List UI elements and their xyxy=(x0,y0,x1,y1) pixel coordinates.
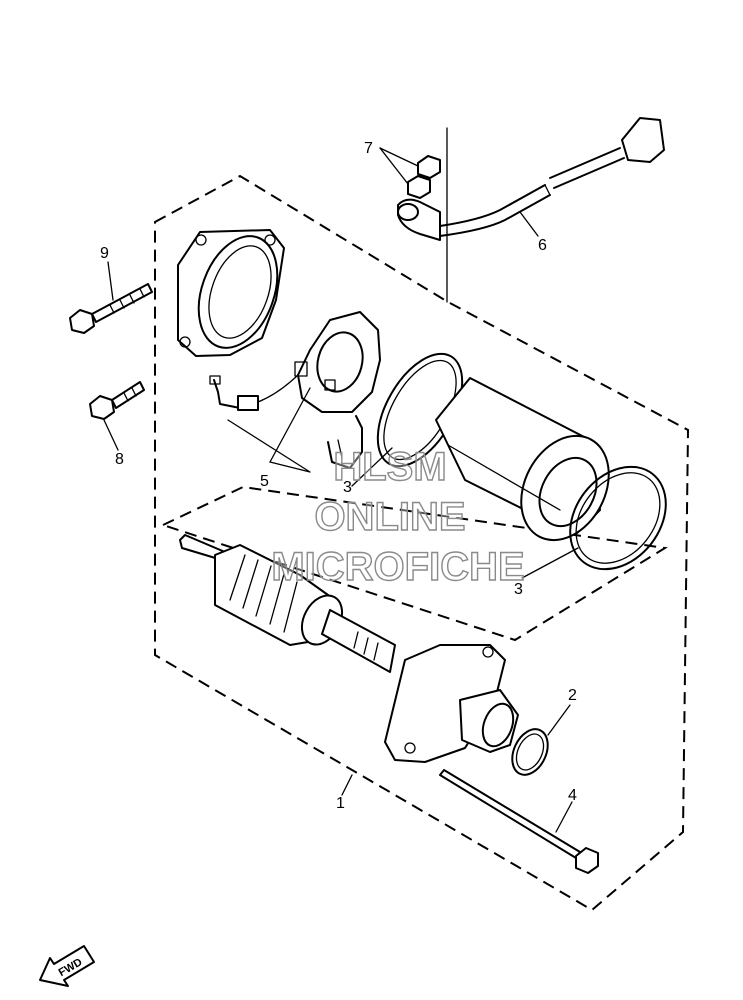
fwd-arrow-icon: FWD xyxy=(39,945,95,987)
bolt-8-part xyxy=(89,381,145,420)
leader-2 xyxy=(547,704,571,736)
leader-8 xyxy=(103,419,119,451)
leader-5 xyxy=(227,419,311,473)
o-ring-3-lower-part xyxy=(569,465,667,571)
armature-part xyxy=(179,534,396,673)
assembly-boundary xyxy=(154,174,690,912)
o-ring-2-inner xyxy=(515,733,545,771)
leader-7a xyxy=(379,147,419,167)
leader-7b xyxy=(379,147,409,185)
callout-5: 5 xyxy=(260,473,269,490)
leader-1 xyxy=(341,774,353,796)
leader-3-lower xyxy=(521,547,579,579)
callout-8: 8 xyxy=(115,451,124,468)
leader-9 xyxy=(107,261,114,301)
bolt-9-part xyxy=(69,283,153,334)
callout-7: 7 xyxy=(364,140,373,157)
brush-spring-part xyxy=(327,415,363,469)
long-bolt-4-part xyxy=(439,769,599,874)
watermark-line-2: ONLINE xyxy=(314,495,465,539)
leader-3-upper xyxy=(351,447,393,487)
leader-4 xyxy=(555,801,573,833)
front-cover-part xyxy=(177,229,285,357)
callout-4: 4 xyxy=(568,787,577,804)
rear-bracket-part xyxy=(384,644,519,763)
o-ring-3-lower-inner xyxy=(575,472,661,564)
callout-3-lower: 3 xyxy=(514,581,523,598)
subassembly-boundary xyxy=(160,485,668,642)
leader-6 xyxy=(519,211,539,237)
watermark-line-3: MICROFICHE xyxy=(271,545,524,589)
brush-holder-part xyxy=(294,311,381,413)
callout-1: 1 xyxy=(336,795,345,812)
leader-5b xyxy=(269,387,311,463)
callout-6: 6 xyxy=(538,237,547,254)
callout-3-upper: 3 xyxy=(343,479,352,496)
watermark-line-1: HLSM xyxy=(333,445,446,489)
starter-cable-6-part xyxy=(397,117,665,241)
brush-lead-part xyxy=(209,374,299,411)
callout-9: 9 xyxy=(100,245,109,262)
callout-2: 2 xyxy=(568,687,577,704)
yoke-housing-part xyxy=(435,377,610,542)
o-ring-2-part xyxy=(511,728,549,776)
nuts-7-part xyxy=(407,155,441,199)
